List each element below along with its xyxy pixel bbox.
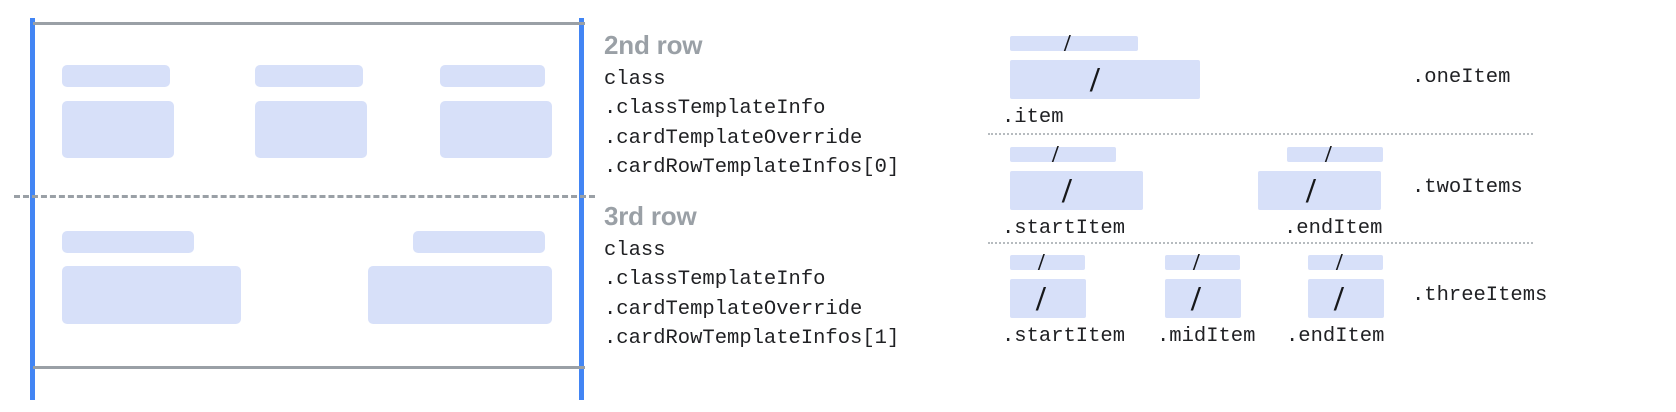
slash-glyph: / xyxy=(1193,250,1200,276)
block-title: 2nd row xyxy=(604,30,703,60)
slash-glyph: / xyxy=(1191,279,1201,318)
cell-body-box xyxy=(1010,171,1143,210)
second-row-annotation: 2nd row class .classTemplateInfo .cardTe… xyxy=(604,30,900,182)
left-boundary-guide xyxy=(30,18,35,400)
right-boundary-guide xyxy=(579,18,584,400)
section-three-items: / / .startItem / / .midItem / / .endItem… xyxy=(988,246,1676,364)
slash-glyph: / xyxy=(1325,142,1332,168)
third-row-annotation: 3rd row class .classTemplateInfo .cardTe… xyxy=(604,201,900,353)
section-divider-dotted xyxy=(988,133,1533,135)
cell-label: .startItem xyxy=(1002,217,1126,240)
slash-glyph: / xyxy=(1306,171,1316,210)
slash-glyph: / xyxy=(1052,142,1059,168)
cell-label: .endItem xyxy=(1284,217,1383,240)
block-code-path: class .classTemplateInfo .cardTemplateOv… xyxy=(604,239,900,350)
cell-label: .startItem xyxy=(1002,325,1126,348)
slash-glyph: / xyxy=(1036,279,1046,318)
label-bar xyxy=(440,65,545,87)
cell-cap-bar xyxy=(1165,255,1240,270)
block-code-path: class .classTemplateInfo .cardTemplateOv… xyxy=(604,68,900,179)
annotation-text-column: 2nd row class .classTemplateInfo .cardTe… xyxy=(604,0,984,412)
cell-body-box xyxy=(1010,279,1086,318)
section-one-item: / / .item .oneItem xyxy=(988,26,1676,138)
cell-body-box xyxy=(1258,171,1381,210)
slash-glyph: / xyxy=(1064,31,1071,57)
card-rows-layout-preview xyxy=(0,0,595,412)
cell-body-box xyxy=(1308,279,1384,318)
top-rule xyxy=(33,22,585,25)
bottom-rule xyxy=(33,366,585,369)
row-divider-dashed xyxy=(14,195,595,198)
slash-glyph: / xyxy=(1334,279,1344,318)
block-title: 3rd row xyxy=(604,201,697,231)
section-two-items: / / .startItem / / .endItem .twoItems xyxy=(988,138,1676,246)
content-box xyxy=(62,266,241,324)
cell-label: .endItem xyxy=(1286,325,1385,348)
label-bar xyxy=(62,231,194,253)
cell-cap-bar xyxy=(1308,255,1383,270)
slash-glyph: / xyxy=(1038,250,1045,276)
cell-body-box xyxy=(1010,60,1200,99)
content-box xyxy=(255,101,367,158)
section-label: .twoItems xyxy=(1412,176,1523,199)
slash-glyph: / xyxy=(1062,171,1072,210)
cell-cap-bar xyxy=(1010,147,1116,162)
row-item-variants: / / .item .oneItem / / .startItem / / .e… xyxy=(988,0,1676,412)
cell-label: .item xyxy=(1002,106,1064,129)
cell-label: .midItem xyxy=(1157,325,1256,348)
slash-glyph: / xyxy=(1090,60,1100,99)
content-box xyxy=(440,101,552,158)
label-bar xyxy=(255,65,363,87)
cell-cap-bar xyxy=(1287,147,1383,162)
label-bar xyxy=(62,65,170,87)
section-divider-dotted xyxy=(988,242,1533,244)
cell-body-box xyxy=(1165,279,1241,318)
label-bar xyxy=(413,231,545,253)
cell-cap-bar xyxy=(1010,36,1138,51)
slash-glyph: / xyxy=(1336,250,1343,276)
section-label: .oneItem xyxy=(1412,66,1511,89)
cell-cap-bar xyxy=(1010,255,1085,270)
content-box xyxy=(368,266,552,324)
content-box xyxy=(62,101,174,158)
section-label: .threeItems xyxy=(1412,284,1548,307)
